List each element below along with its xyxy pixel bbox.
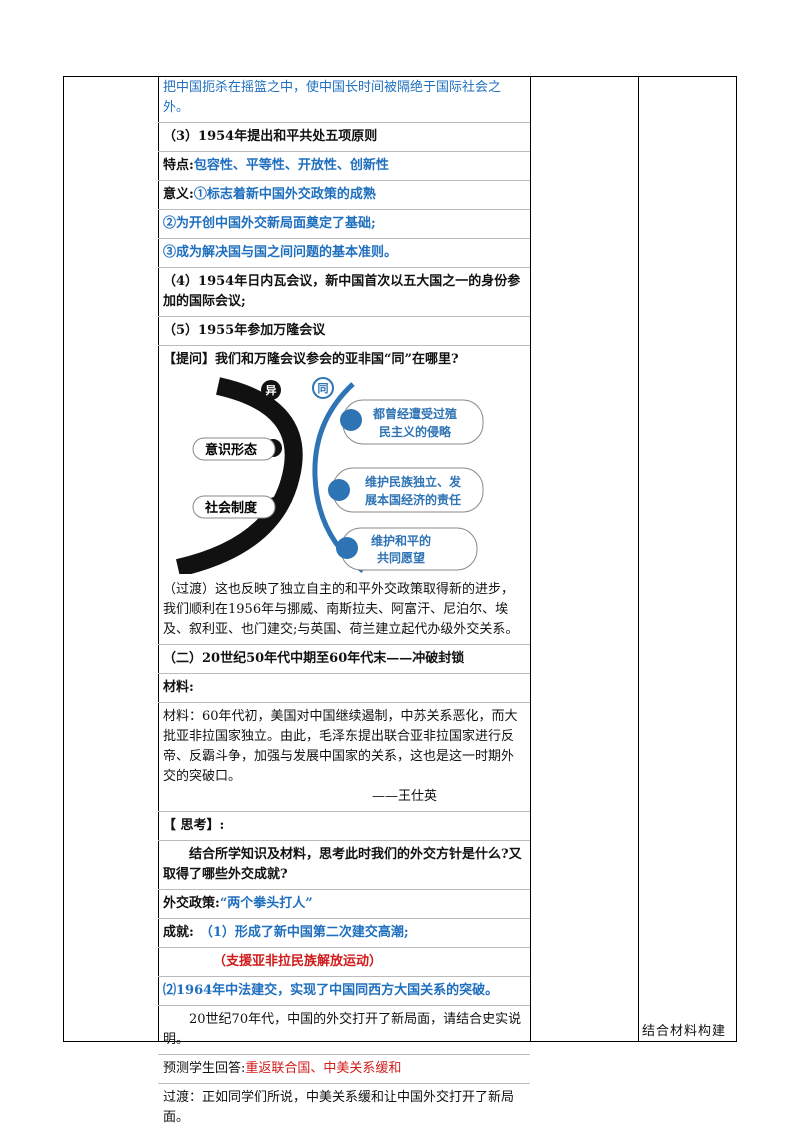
right-label-3b: 共同愿望	[377, 550, 425, 565]
significance-line-3: ③成为解决国与国之间问题的基本准则。	[163, 245, 398, 260]
lesson-table	[63, 76, 737, 1042]
tong-label: 同	[318, 382, 329, 395]
geneva-line: （4）1954年日内瓦会议，新中国首次以五大国之一的身份参加的国际会议;	[163, 274, 521, 309]
diagram-svg: 异 同 意识形态 社会制度 都曾经遭受过殖 民主义的侵略 维护民族独立、发 展本…	[175, 377, 484, 577]
row-divider	[158, 238, 530, 239]
transition-paragraph: （过渡）这也反映了独立自主的和平外交政策取得新的进步，我们顺利在1956年与挪威…	[163, 582, 519, 637]
row-divider	[158, 180, 530, 181]
row-divider	[158, 673, 530, 674]
side-note: 结合材料构建	[642, 1024, 727, 1039]
left-label-ideology: 意识形态	[205, 442, 257, 458]
right-label-2b: 展本国经济的责任	[365, 492, 461, 507]
column-divider	[638, 77, 639, 1041]
sino-french-line: ⑵1964年中法建交，实现了中国同西方大国关系的突破。	[163, 983, 499, 998]
think-question: 结合所学知识及材料，思考此时我们的外交方针是什么?又取得了哪些外交成就?	[163, 847, 522, 882]
column-divider	[530, 77, 531, 1041]
row-divider	[158, 811, 530, 812]
row-divider	[158, 1005, 530, 1006]
heading-five-principles: （3）1954年提出和平共处五项原则	[163, 129, 378, 144]
right-label-3a: 维护和平的	[371, 533, 431, 548]
significance-line-2: ②为开创中国外交新局面奠定了基础;	[163, 216, 376, 231]
closing-transition: 过渡：正如同学们所说，中美关系缓和让中国外交打开了新局面。	[163, 1090, 515, 1125]
material-paragraph: 材料：60年代初，美国对中国继续遏制，中苏关系恶化，而大批亚非拉国家独立。由此，…	[163, 709, 518, 784]
row-divider	[158, 151, 530, 152]
row-divider	[158, 947, 530, 948]
row-divider	[158, 889, 530, 890]
tong-bullet	[312, 377, 334, 399]
predicted-answer: 预测学生回答:重返联合国、中美关系缓和	[163, 1061, 402, 1076]
blue-bullet	[328, 479, 350, 501]
left-pill	[192, 437, 276, 461]
row-divider	[158, 918, 530, 919]
material-source: ——王仕英	[371, 789, 437, 804]
row-divider	[158, 840, 530, 841]
yi-bullet	[261, 380, 281, 400]
material-label: 材料:	[163, 680, 194, 695]
blue-bullet	[336, 537, 358, 559]
row-divider	[158, 122, 530, 123]
blue-bullet	[340, 409, 362, 431]
left-label-system: 社会制度	[204, 500, 258, 516]
dark-arc	[175, 377, 303, 577]
achievement-line: 成就:（1）形成了新中国第二次建交高潮;	[163, 925, 409, 940]
column-divider	[158, 77, 159, 1041]
same-different-diagram: 异 同 意识形态 社会制度 都曾经遭受过殖 民主义的侵略 维护民族独立、发 展本…	[163, 376, 523, 577]
row-divider	[158, 267, 530, 268]
row-divider	[158, 209, 530, 210]
right-label-2a: 维护民族独立、发	[365, 474, 462, 489]
text-line: 把中国扼杀在摇篮之中，使中国长时间被隔绝于国际社会之外。	[163, 80, 502, 115]
teaching-content: 把中国扼杀在摇篮之中，使中国长时间被隔绝于国际社会之外。 （3）1954年提出和…	[158, 78, 530, 1128]
yi-label: 异	[266, 384, 277, 397]
seventies-question: 20世纪70年代，中国的外交打开了新局面，请结合史实说明。	[163, 1012, 522, 1047]
right-label-1a: 都曾经遭受过殖	[372, 406, 457, 421]
row-divider	[158, 316, 530, 317]
think-heading: 【 思考】:	[163, 818, 225, 833]
row-divider	[158, 1083, 530, 1084]
left-pill	[192, 495, 276, 519]
row-divider	[158, 345, 530, 346]
row-divider	[158, 702, 530, 703]
row-divider	[158, 644, 530, 645]
policy-line: 外交政策:“两个拳头打人”	[163, 896, 313, 911]
row-divider	[158, 976, 530, 977]
section-heading: （二）20世纪50年代中期至60年代末——冲破封锁	[163, 651, 465, 666]
support-line: （支援亚非拉民族解放运动）	[213, 954, 383, 969]
row-divider	[158, 1054, 530, 1055]
right-label-1b: 民主义的侵略	[379, 424, 452, 439]
features-line: 特点:包容性、平等性、开放性、创新性	[163, 158, 389, 173]
bandung-line: （5）1955年参加万隆会议	[163, 323, 326, 338]
question-line: 【提问】我们和万隆会议参会的亚非国“同”在哪里?	[163, 352, 459, 367]
significance-line: 意义:①标志着新中国外交政策的成熟	[163, 187, 376, 202]
